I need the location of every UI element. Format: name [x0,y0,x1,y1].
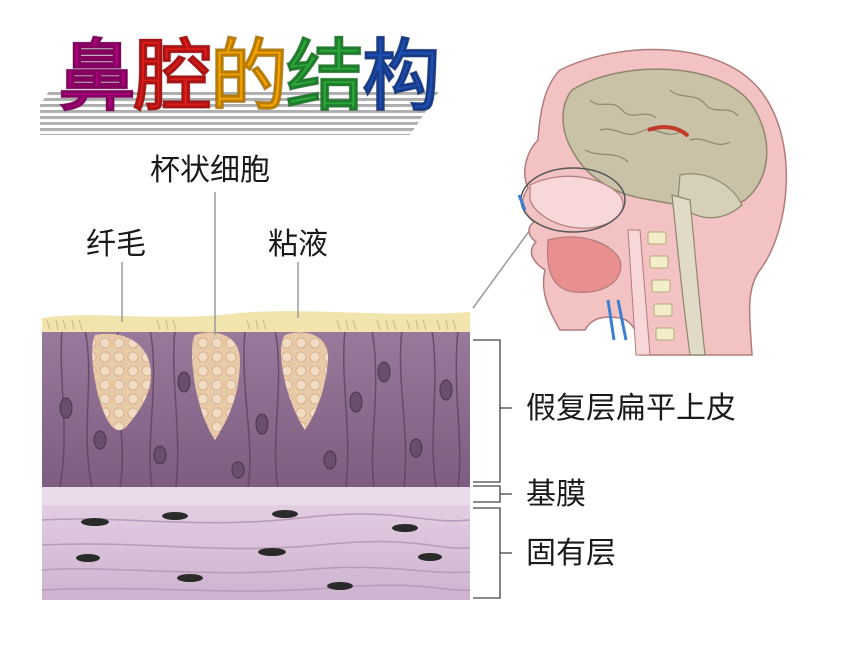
title-char: 的 [210,32,289,123]
leader-lines [121,192,531,335]
fibroblast-nucleus [327,582,353,590]
title-char: 腔 [134,32,213,123]
fibroblast-nucleus [392,524,418,532]
larynx-detail [606,299,628,341]
title-char: 鼻 [57,32,136,123]
oral-cavity [546,236,622,293]
fibroblast-nucleus [76,554,100,562]
cervical-vertebrae [647,231,675,341]
nostril-detail [517,194,527,211]
fibroblast-nucleus [258,548,286,556]
label-mucus: 粘液 [268,227,328,262]
title-text: 鼻腔的结构 [57,32,441,123]
fibroblast-nucleus [418,553,442,561]
fibroblast-nucleus [177,574,203,582]
basement-membrane [42,487,470,505]
label-basement-membrane: 基膜 [526,477,586,512]
title-char: 结 [286,32,365,123]
mucus-layer [42,311,470,332]
fibroblast-nucleus [81,518,109,526]
label-epithelium: 假复层扁平上皮 [526,391,736,426]
head-sagittal-section [517,48,788,356]
label-cilia: 纤毛 [86,227,146,262]
label-goblet-cell: 杯状细胞 [150,153,270,188]
page-title: 鼻腔的结构 [40,22,441,135]
title-char: 构 [362,32,441,123]
pharynx [627,229,651,356]
goblet-cell [281,332,329,430]
brainstem [671,194,706,356]
epithelium [42,329,470,488]
corpus-callosum [647,125,690,138]
goblet-cell [191,332,240,440]
fibroblast-nucleus [162,512,188,520]
fibroblast-nucleus [272,510,298,518]
goblet-cell [92,333,151,431]
lamina-propria [41,505,471,600]
layer-brackets [473,339,512,599]
label-lamina-propria: 固有层 [526,536,616,571]
title-shadow-stripes [40,90,440,135]
